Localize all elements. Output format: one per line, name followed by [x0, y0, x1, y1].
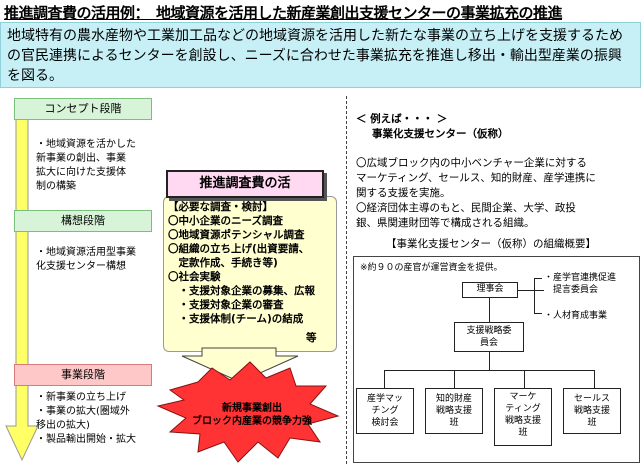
center-name: 事業化支援センター（仮称） — [372, 128, 509, 140]
point-1: 〇広域ブロック内の中小ベンチャー企業に対するマーケティング、セールス、知的財産、… — [356, 157, 596, 199]
org-board: 理事会 — [462, 282, 518, 298]
stage-plan-text: ・地域資源活用型事業 化支援センター構想 — [36, 247, 136, 272]
burst-graphic — [156, 347, 340, 463]
example-heading: ＜ 例えば・・・ ＞ — [356, 113, 448, 125]
org-side-2: ・人材育成事業 — [544, 311, 608, 321]
survey-items: 【必要な調査・検討】 〇中小企業のニーズ調査 〇地域資源ポテンシャル調査 〇組織… — [168, 201, 315, 325]
stage-business-text: ・新事業の立ち上げ ・事業の拡大(圏域外 移出の拡大) ・製品輸出開始・拡大 — [36, 392, 136, 445]
stage-business: 事業段階 — [14, 364, 152, 386]
intro-box: 地域特有の農水産物や工業加工品などの地域資源を活用した新たな事業の立ち上げを支援… — [0, 22, 641, 88]
org-unit-marketing: マーケ ティング 戦略支援 班 — [494, 388, 552, 446]
org-unit-matching: 産学マッ チング 検討会 — [356, 388, 414, 434]
org-committee: 支援戦略委 員会 — [454, 322, 524, 352]
org-side-1: ・産学官連携促進 提言委員会 — [544, 273, 617, 295]
org-heading: 【事業化支援センター（仮称）の組織概要】 — [386, 238, 596, 250]
point-2: 〇経済団体主導のもと、民間企業、大学、政投銀、県関連財団等で構成される組織。 — [356, 202, 576, 229]
stage-concept: コンセプト段階 — [14, 98, 152, 120]
org-note: ※約９０の産官が運営資金を提供。 — [360, 263, 503, 273]
org-chart — [353, 256, 640, 463]
org-unit-ip: 知的財産 戦略支援 班 — [425, 388, 483, 434]
survey-suffix: 等 — [306, 332, 317, 344]
flow-arrow — [5, 99, 39, 462]
stage-concept-text: ・地域資源を活かした 新事業の創出、事業 拡大に向けた支援体 制の構築 — [36, 139, 136, 192]
right-panel — [346, 96, 641, 464]
stage-plan: 構想段階 — [14, 210, 152, 232]
burst-line2: ブロック内産業の競争力強 — [192, 416, 312, 427]
burst-line1: 新規事業創出 — [222, 403, 282, 414]
survey-title: 推進調査費の活 — [166, 170, 324, 198]
page-title: 推進調査費の活用例： 地域資源を活用した新産業創出支援センターの事業拡充の推進 — [4, 4, 563, 22]
org-unit-sales: セールス 戦略支援 班 — [563, 388, 621, 434]
